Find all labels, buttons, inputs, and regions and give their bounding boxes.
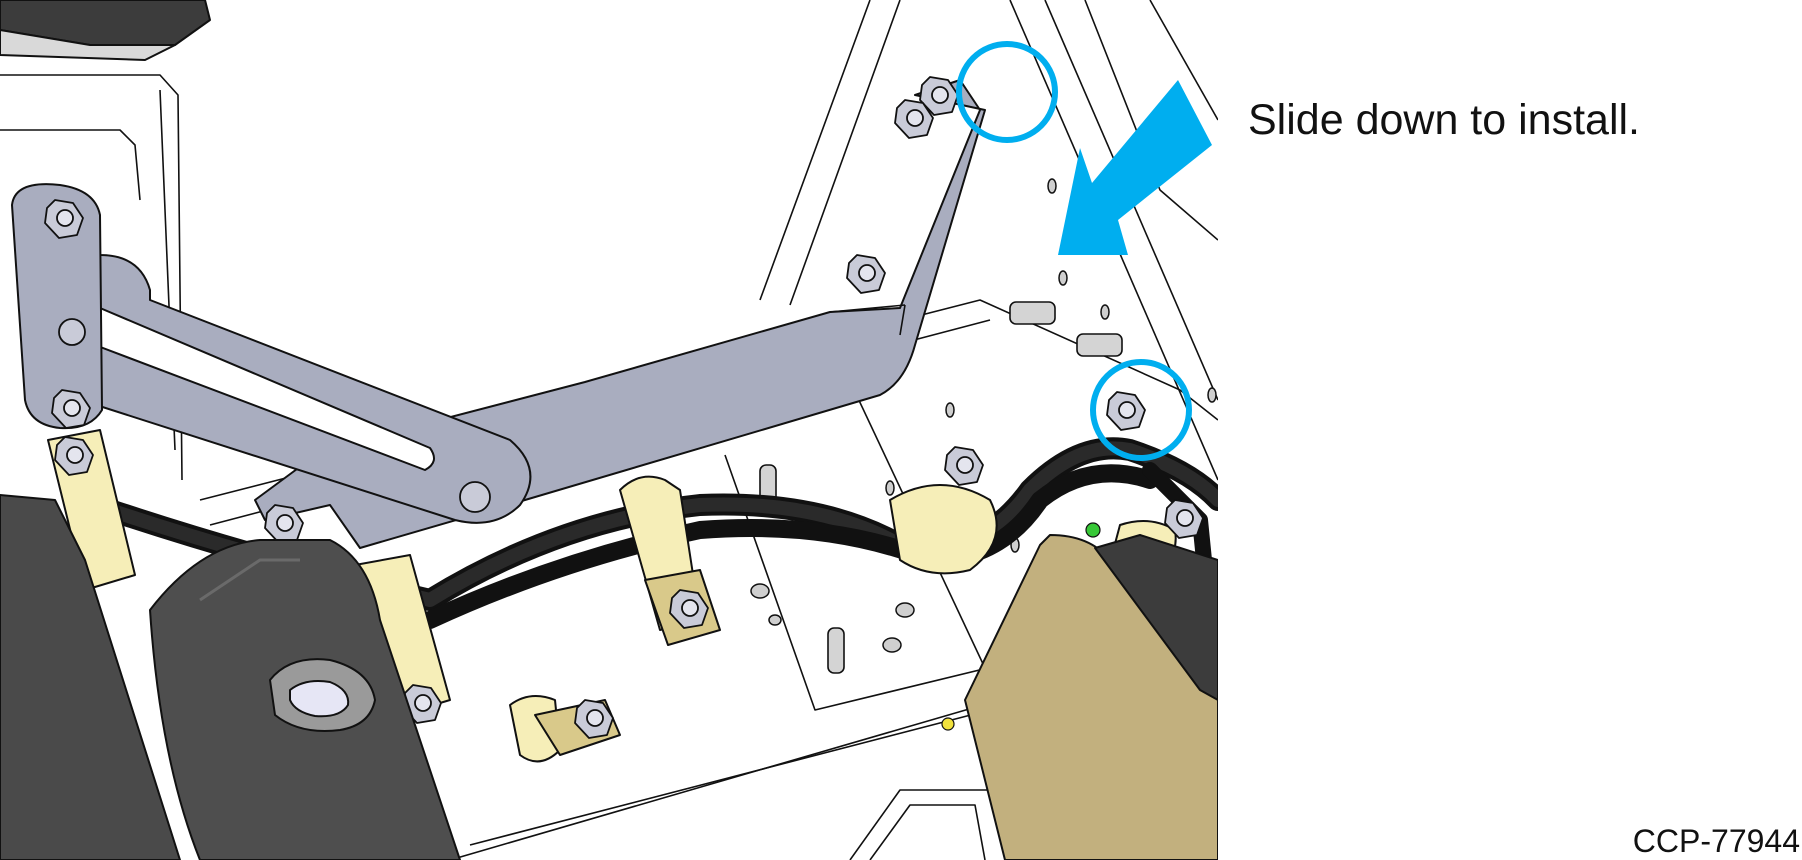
- figure-id-label: CCP-77944: [1632, 823, 1800, 859]
- screw-hex-icon: [54, 436, 94, 476]
- upper-screw-callout: [956, 41, 1058, 143]
- screw-hex-icon: [894, 99, 934, 139]
- screw-hex-icon: [51, 389, 91, 429]
- screw-hex-icon: [1106, 391, 1146, 431]
- screw-hex-icon: [1164, 499, 1204, 539]
- hex-screws: [44, 76, 1204, 739]
- arm-pivot-screw: [58, 318, 86, 346]
- guide-pins: [759, 301, 1123, 674]
- slide-direction-arrow: [1058, 80, 1212, 255]
- screw-hex-icon: [944, 446, 984, 486]
- screw-hex-icon: [919, 76, 959, 116]
- screw-hex-icon: [846, 254, 886, 294]
- screw-hex-icon: [44, 199, 84, 239]
- top-cover-lip: [0, 29, 176, 61]
- cable-clamps: [47, 429, 1177, 763]
- cover-grip-button: [289, 680, 350, 718]
- lower-screw-callout: [1090, 359, 1192, 461]
- bracket-bend-line: [829, 304, 906, 336]
- yellow-indicator: [941, 717, 955, 731]
- left-dark-cover: [0, 494, 181, 860]
- screw-hex-icon: [669, 589, 709, 629]
- plate-holes: [750, 178, 1217, 653]
- module-edge: [1094, 534, 1218, 701]
- screw-hex-icon: [574, 699, 614, 739]
- vertical-link: [11, 183, 103, 430]
- dark-cover-highlight: [199, 558, 300, 602]
- arm-end-screw: [459, 481, 491, 513]
- instruction-text: Slide down to install.: [1248, 96, 1640, 144]
- screw-hex-icon: [264, 504, 304, 544]
- green-indicator: [1085, 522, 1101, 538]
